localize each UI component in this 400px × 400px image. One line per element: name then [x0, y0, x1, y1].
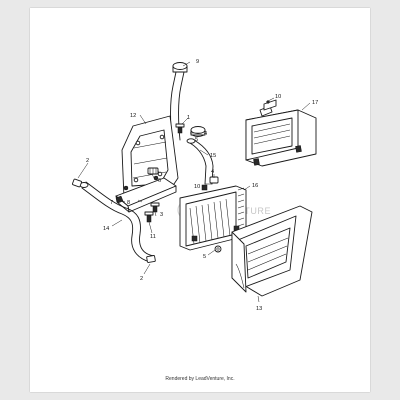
part-hose-end-2-lower — [146, 255, 156, 263]
part-elbow-hose — [186, 138, 214, 185]
part-10-upper — [263, 99, 277, 111]
callout-5-upper: 5 — [195, 137, 198, 143]
footer-credit: Rendered by LeadVenture, Inc. — [165, 376, 235, 382]
callout-1: 1 — [187, 115, 190, 121]
callout-15: 15 — [210, 153, 216, 159]
part-front-shroud — [231, 205, 313, 297]
part-bolt-11 — [144, 211, 154, 223]
part-rear-shroud — [245, 105, 317, 167]
callout-labels: 9 10 17 12 1 4 5 15 4 10 16 2 6 7 8 3 11… — [86, 59, 318, 312]
part-bolt-1 — [175, 123, 185, 134]
callout-10-lower: 10 — [194, 184, 200, 190]
callout-17: 17 — [312, 100, 318, 106]
callout-10-upper: 10 — [275, 94, 281, 100]
part-clamp-6 — [147, 167, 159, 175]
callout-11: 11 — [150, 234, 156, 240]
part-cap-4-top — [190, 126, 206, 137]
callout-6: 6 — [158, 178, 161, 184]
part-hose-end-2-upper — [72, 178, 82, 188]
callout-4-lower: 4 — [211, 169, 214, 175]
callout-2-lower: 2 — [140, 276, 143, 282]
part-upper-hose — [170, 62, 188, 141]
callout-12: 12 — [130, 113, 136, 119]
callout-5-lower: 5 — [203, 254, 206, 260]
callout-14: 14 — [103, 226, 109, 232]
callout-3: 3 — [160, 212, 163, 218]
leader-lines — [77, 61, 311, 303]
part-nut-5 — [214, 245, 222, 253]
part-fitting-10-lower — [201, 184, 208, 191]
callout-9: 9 — [196, 59, 199, 65]
callout-4-upper: 4 — [204, 131, 207, 137]
callout-8: 8 — [127, 200, 130, 206]
part-bolt-3 — [150, 202, 160, 213]
callout-16: 16 — [252, 183, 258, 189]
callout-7: 7 — [110, 200, 113, 206]
callout-2-upper: 2 — [86, 158, 89, 164]
callout-13: 13 — [256, 306, 262, 312]
